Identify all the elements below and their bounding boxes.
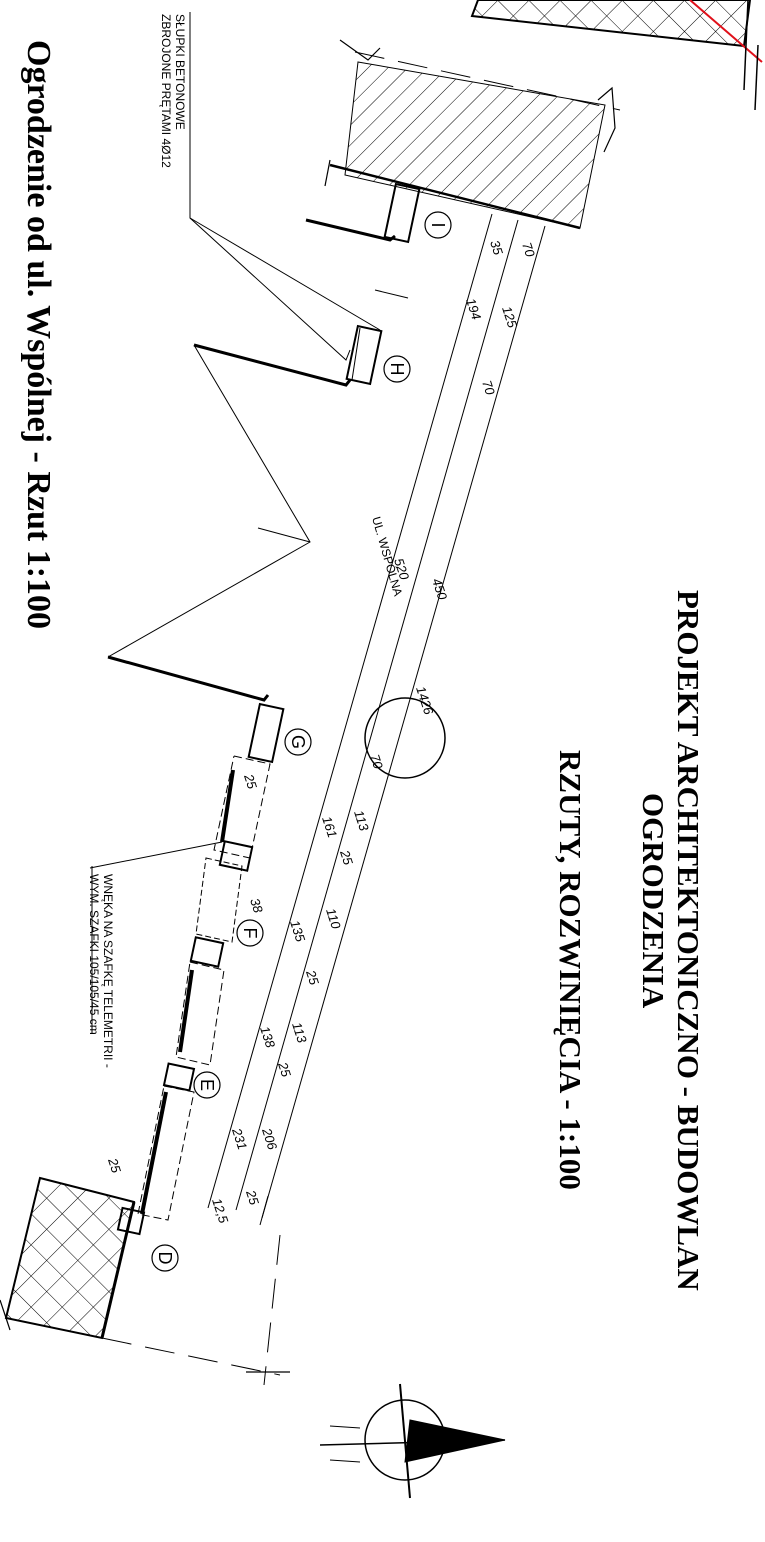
dim-194: 194 xyxy=(463,296,484,321)
dim-110: 110 xyxy=(323,906,344,931)
dimension-lines xyxy=(207,213,546,1226)
svg-text:E: E xyxy=(197,1079,217,1091)
dim-138: 138 xyxy=(257,1024,278,1050)
dim-135: 135 xyxy=(287,918,308,944)
project-title: PROJEKT ARCHITEKTONICZNO - BUDOWLAN xyxy=(671,590,706,1291)
svg-text:WNĘKA NA SZAFKĘ TELEMETRII -: WNĘKA NA SZAFKĘ TELEMETRII - xyxy=(101,874,115,1068)
axis-marker-h: H xyxy=(383,355,411,383)
dim-231: 231 xyxy=(229,1125,250,1151)
north-arrow xyxy=(319,697,506,1499)
sheet-title: RZUTY, ROZWINIĘCIA - 1:100 xyxy=(553,750,588,1190)
note-posts: SŁUPKI BETONOWE ZBROJONE PRĘTAMI 4Ø12 xyxy=(159,12,191,168)
dim-outer-total: 1426 xyxy=(413,684,436,717)
street-label: UL. WSPÓLNA xyxy=(369,515,406,598)
hatched-wall-block xyxy=(324,39,616,230)
leader-lines xyxy=(89,125,381,1034)
axis-marker-g: G xyxy=(284,728,312,756)
svg-text:H: H xyxy=(387,363,407,376)
dim-25-d: 25 xyxy=(243,1187,262,1207)
dim-35: 35 xyxy=(487,238,506,257)
dim-wall-25-top: 25 xyxy=(241,771,260,791)
axis-marker-i: I xyxy=(424,211,452,239)
axis-marker-d: D xyxy=(151,1244,179,1272)
top-neighbour-building xyxy=(470,0,763,111)
svg-text:F: F xyxy=(240,928,260,939)
dim-520: 520 xyxy=(391,556,412,582)
dim-113-a: 113 xyxy=(351,808,372,833)
dim-113-b: 113 xyxy=(289,1020,310,1045)
project-subject: OGRODZENIA xyxy=(636,793,671,1009)
axis-marker-e: E xyxy=(193,1071,221,1099)
boundary-lines-top xyxy=(354,51,621,299)
dim-25-b: 25 xyxy=(303,967,322,987)
dim-206: 206 xyxy=(259,1125,281,1152)
dimension-texts: 1426 70 125 70 450 70 113 25 110 25 113 … xyxy=(105,238,538,1225)
note-niche: WNĘKA NA SZAFKĘ TELEMETRII - WYM. SZAFKI… xyxy=(87,874,115,1068)
svg-text:WYM. SZAFKI 105/105/45 cm: WYM. SZAFKI 105/105/45 cm xyxy=(87,874,101,1035)
dim-25-c: 25 xyxy=(275,1059,294,1079)
fence-outline xyxy=(107,182,421,1236)
dim-161: 161 xyxy=(319,814,340,839)
red-boundary-line xyxy=(689,0,763,63)
svg-text:SŁUPKI BETONOWE: SŁUPKI BETONOWE xyxy=(173,14,187,130)
dim-wall-25-bottom: 25 xyxy=(105,1155,124,1175)
svg-text:I: I xyxy=(428,222,448,227)
bottom-neighbour-building xyxy=(0,1176,290,1386)
axis-markers: I H G F E D xyxy=(151,211,452,1272)
dim-450: 450 xyxy=(429,576,450,602)
plan-title: Ogrodzenie od ul. Wspólnej - Rzut 1:100 xyxy=(20,40,57,629)
dim-70-c: 70 xyxy=(367,752,386,771)
dim-12-5: 12,5 xyxy=(209,1196,231,1225)
dim-125: 125 xyxy=(499,304,520,330)
dim-wall-38: 38 xyxy=(247,896,266,915)
svg-text:D: D xyxy=(155,1252,175,1265)
svg-text:G: G xyxy=(288,735,308,749)
axis-marker-f: F xyxy=(236,919,264,947)
dim-25-a: 25 xyxy=(337,847,356,867)
dim-70-b: 70 xyxy=(479,378,498,397)
dim-70-a: 70 xyxy=(519,240,538,259)
svg-text:ZBROJONE PRĘTAMI 4Ø12: ZBROJONE PRĘTAMI 4Ø12 xyxy=(159,14,173,168)
